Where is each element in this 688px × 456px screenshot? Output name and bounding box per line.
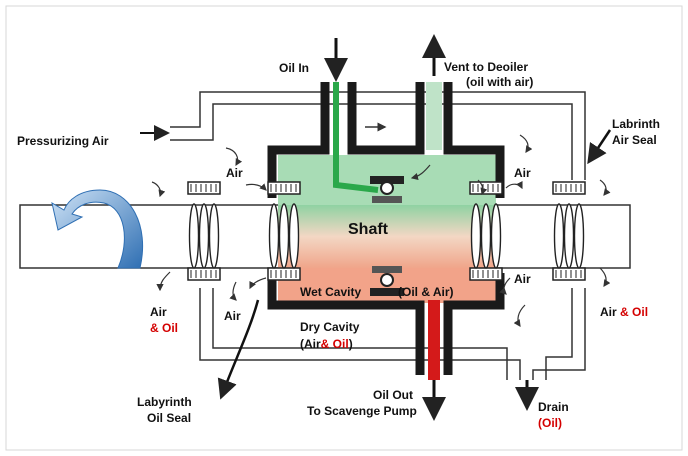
labrinth-label-line1: Labrinth xyxy=(612,117,660,131)
air-label-upper-right: Air xyxy=(514,166,531,180)
left-air-label: Air xyxy=(150,305,167,319)
seal-pack-1 xyxy=(187,181,221,281)
dry-cavity-contents: (Air& Oil) xyxy=(300,337,353,351)
oil-and-air-label: (Oil & Air) xyxy=(398,285,454,299)
seal-pack-4 xyxy=(552,181,586,281)
bearing-bottom xyxy=(370,266,404,296)
labrinth-label-line2: Air Seal xyxy=(612,133,657,147)
seal-pack-2 xyxy=(267,181,301,281)
oil-supply-pipe xyxy=(333,82,379,193)
rotation-arrow-icon xyxy=(51,189,144,269)
dry-open: (Air xyxy=(300,337,321,351)
pressurizing-air-label: Pressurizing Air xyxy=(17,134,109,148)
drain-oil-label: (Oil) xyxy=(538,416,562,430)
drain-label: Drain xyxy=(538,400,569,414)
labyrinth-label-line2: Oil Seal xyxy=(147,411,192,425)
dry-oil: & Oil xyxy=(320,337,349,351)
vent-label-line1: Vent to Deoiler xyxy=(444,60,529,74)
air-piping xyxy=(170,91,586,380)
dry-cavity-label: Dry Cavity xyxy=(300,320,360,334)
air-label-lower-left: Air xyxy=(224,309,241,323)
vent-label-line2: (oil with air) xyxy=(466,75,534,89)
right-amp: & xyxy=(620,305,629,319)
right-air-oil-label: Air & Oil xyxy=(600,305,648,319)
oil-out-label: Oil Out xyxy=(373,388,413,402)
dry-close: ) xyxy=(348,337,353,351)
labyrinth-seals xyxy=(187,181,586,281)
oil-seal-pointer-icon xyxy=(217,299,260,400)
left-oil-label: & Oil xyxy=(150,321,179,335)
right-oil: Oil xyxy=(632,305,649,319)
labyrinth-label-line1: Labyrinth xyxy=(137,395,192,409)
right-air: Air xyxy=(600,305,617,319)
oil-in-label: Oil In xyxy=(279,61,309,75)
shaft-gradient-region xyxy=(278,205,496,268)
scavenge-label: To Scavenge Pump xyxy=(307,404,417,418)
bearing-top xyxy=(370,176,404,203)
air-label-upper-left: Air xyxy=(226,166,243,180)
air-flow-arrows xyxy=(151,134,611,327)
shaft-label: Shaft xyxy=(348,221,388,238)
wet-cavity-label: Wet Cavity xyxy=(300,285,362,299)
labrinth-pointer-icon xyxy=(587,129,612,165)
air-label-lower-right: Air xyxy=(514,272,531,286)
oil-return-pipe xyxy=(428,300,440,380)
